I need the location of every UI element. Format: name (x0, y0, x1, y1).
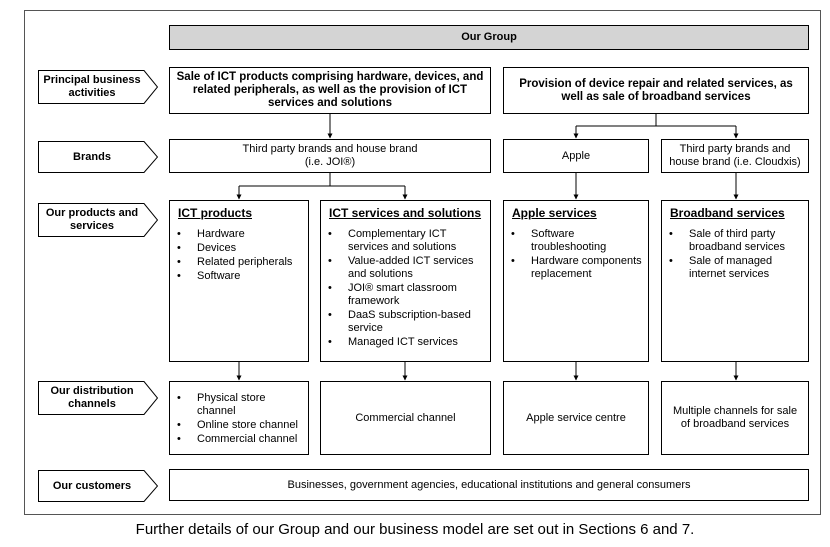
list-item: Software troubleshooting (511, 228, 644, 254)
products-broadband-services: Broadband services Sale of third party b… (661, 200, 809, 362)
label-distribution-channels: Our distribution channels (38, 381, 158, 415)
list-item: Sale of managed internet services (669, 255, 804, 281)
list-item: Physical store channel (177, 392, 304, 418)
customers-box: Businesses, government agencies, educati… (169, 469, 809, 501)
bullet-list: Complementary ICT services and solutions… (321, 228, 490, 349)
label-text: Brands (73, 150, 111, 163)
channels-broadband: Multiple channels for sale of broadband … (661, 381, 809, 455)
bullet-list: Hardware Devices Related peripherals Sof… (170, 228, 308, 283)
brand-apple: Apple (503, 139, 649, 173)
pentagon-arrow-shape (38, 141, 158, 173)
list-item: Online store channel (177, 419, 304, 432)
brand-line: Third party brands and house brand (242, 143, 418, 155)
brand-line: Third party brands and (679, 143, 791, 155)
bullet-list: Sale of third party broadband services S… (662, 228, 808, 281)
pentagon-arrow-shape (38, 203, 158, 237)
list-item: DaaS subscription-based service (328, 309, 486, 335)
column-title: ICT services and solutions (329, 206, 482, 220)
products-ict-services: ICT services and solutions Complementary… (320, 200, 491, 362)
list-item: Hardware (177, 228, 304, 241)
pentagon-arrow-shape (38, 470, 158, 502)
list-item: Hardware components replacement (511, 255, 644, 281)
list-item: Sale of third party broadband services (669, 228, 804, 254)
brand-cloudxis: Third party brands and house brand (i.e.… (661, 139, 809, 173)
footer-caption: Further details of our Group and our bus… (135, 521, 695, 538)
products-ict-products: ICT products Hardware Devices Related pe… (169, 200, 309, 362)
brand-third-party-joi: Third party brands and house brand (i.e.… (169, 139, 491, 173)
activity-ict: Sale of ICT products comprising hardware… (169, 67, 491, 114)
list-item: Value-added ICT services and solutions (328, 255, 486, 281)
column-title: Apple services (512, 206, 597, 220)
pentagon-arrow-shape (38, 70, 158, 104)
label-brands: Brands (38, 141, 158, 173)
list-item: Devices (177, 242, 304, 255)
brand-line: (i.e. JOI®) (304, 156, 356, 168)
column-title: ICT products (178, 206, 252, 220)
label-text: Our products and services (45, 207, 139, 232)
label-text: Our distribution channels (50, 385, 134, 410)
label-principal-activities: Principal business activities (38, 70, 158, 104)
channels-ict-services: Commercial channel (320, 381, 491, 455)
bullet-list: Software troubleshooting Hardware compon… (504, 228, 648, 281)
pentagon-arrow-shape (38, 381, 158, 415)
list-item: Software (177, 270, 304, 283)
channels-apple: Apple service centre (503, 381, 649, 455)
column-title: Broadband services (670, 206, 785, 220)
group-banner: Our Group (169, 25, 809, 50)
list-item: Commercial channel (177, 433, 304, 446)
label-text: Principal business activities (43, 74, 141, 99)
label-customers: Our customers (38, 470, 158, 502)
brand-line: house brand (i.e. Cloudxis) (669, 156, 801, 168)
label-products-services: Our products and services (38, 203, 158, 237)
bullet-list: Physical store channel Online store chan… (170, 392, 308, 446)
list-item: Related peripherals (177, 256, 304, 269)
list-item: Complementary ICT services and solutions (328, 228, 486, 254)
label-text: Our customers (52, 479, 132, 492)
products-apple-services: Apple services Software troubleshooting … (503, 200, 649, 362)
diagram-frame (24, 10, 821, 515)
channels-ict-products: Physical store channel Online store chan… (169, 381, 309, 455)
list-item: JOI® smart classroom framework (328, 282, 486, 308)
activity-repair-broadband: Provision of device repair and related s… (503, 67, 809, 114)
list-item: Managed ICT services (328, 336, 486, 349)
